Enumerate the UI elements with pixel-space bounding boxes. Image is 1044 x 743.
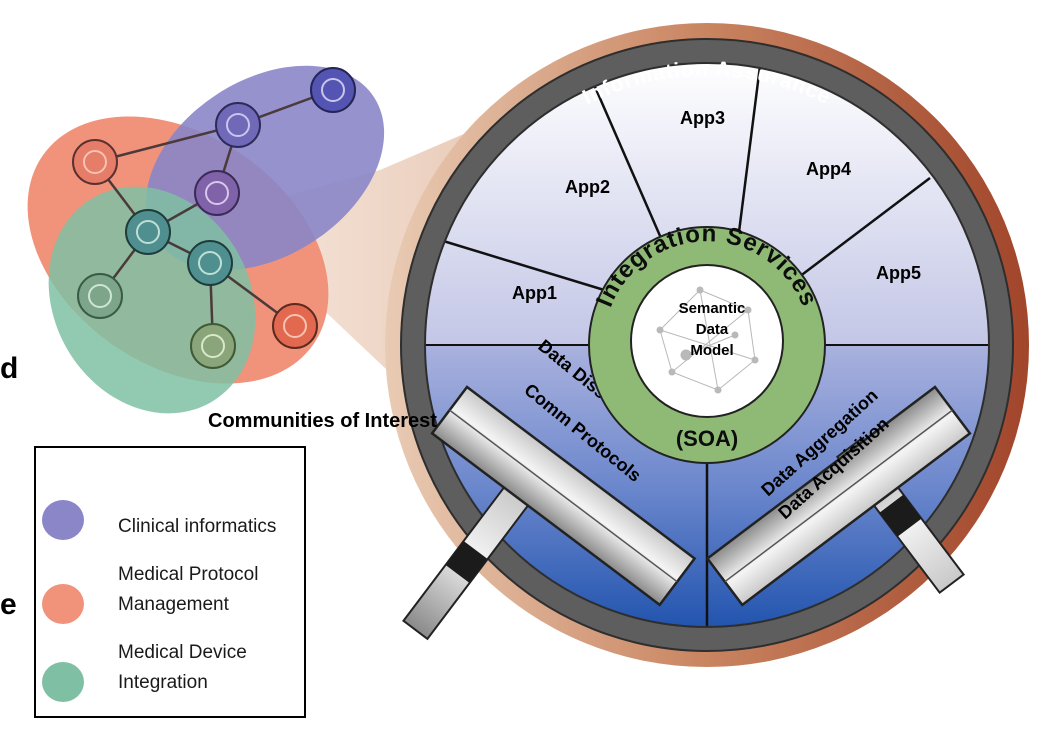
network-node	[187, 240, 233, 286]
network-node	[190, 323, 236, 369]
network-node	[215, 102, 261, 148]
legend-title: Communities of Interest	[208, 410, 437, 432]
network-node	[310, 67, 356, 113]
app-divider	[794, 177, 931, 281]
legend-swatch	[42, 584, 84, 624]
community-network	[27, 65, 385, 414]
app-divider	[590, 79, 666, 246]
left-pipe	[402, 385, 697, 641]
semantic-network-graphic	[656, 286, 759, 394]
app-divider	[737, 65, 762, 233]
network-node	[125, 209, 171, 255]
app-label: App5	[876, 263, 921, 283]
core-label-line: Semantic	[679, 300, 746, 317]
cut-text-fragment: e	[0, 588, 17, 621]
network-node	[77, 273, 123, 319]
app-label: App2	[565, 177, 610, 197]
legend-label: Clinical informatics	[118, 516, 277, 537]
right-pipe	[705, 385, 972, 607]
legend-label: Medical Device Integration	[118, 642, 247, 693]
app-label: App4	[806, 159, 851, 179]
legend-swatch	[42, 500, 84, 540]
core-label-line: Model	[690, 342, 733, 359]
legend-label: Medical Protocol Management	[118, 564, 259, 615]
legend-swatch	[42, 662, 84, 702]
network-node	[72, 139, 118, 185]
app-label: App3	[680, 108, 725, 128]
soa-label: (SOA)	[676, 426, 738, 451]
legend-box: Clinical informatics Medical Protocol Ma…	[34, 446, 306, 718]
core-label-line: Data	[696, 321, 729, 338]
network-node	[272, 303, 318, 349]
semantic-data-model-core	[630, 264, 784, 418]
app-divider	[439, 238, 615, 295]
network-node	[194, 170, 240, 216]
app-label: App1	[512, 283, 557, 303]
cut-text-fragment: d	[0, 352, 19, 385]
